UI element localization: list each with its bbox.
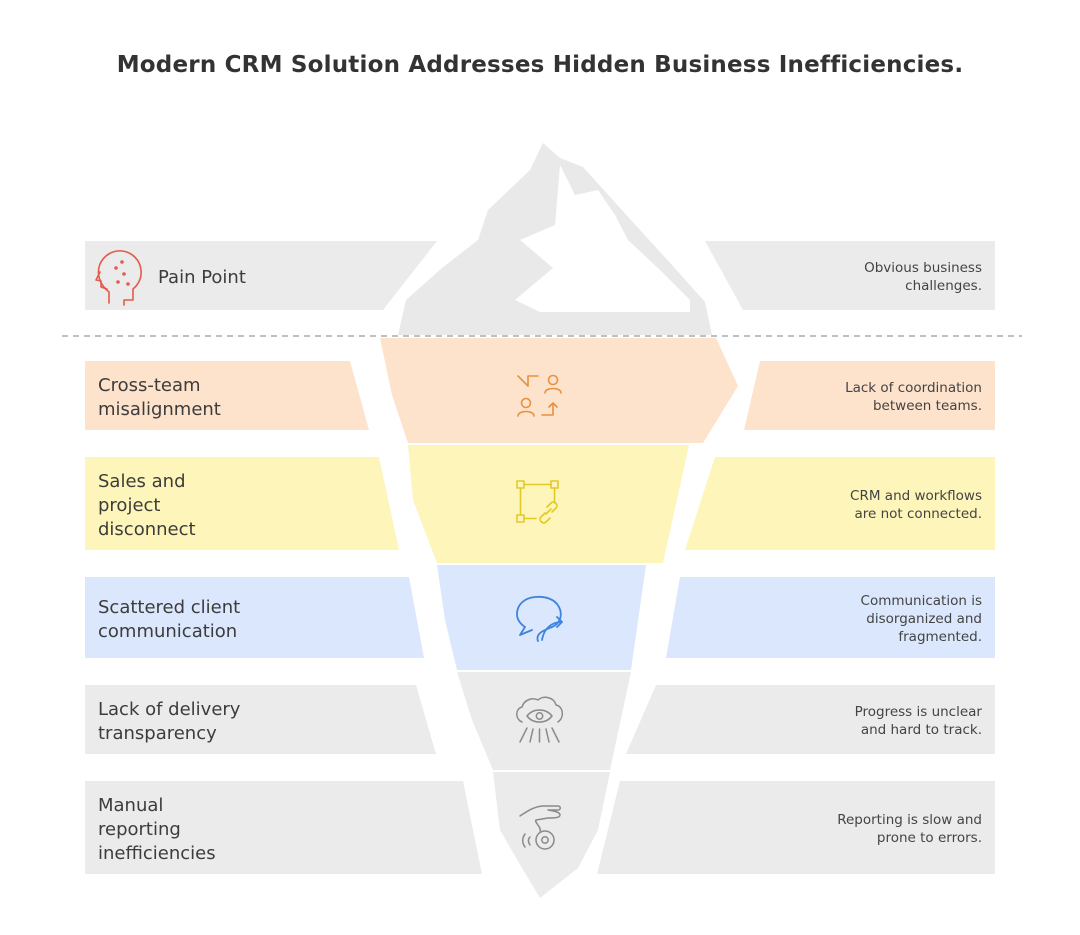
surface-label: Pain Point <box>158 267 246 288</box>
layer-band-5-right <box>597 781 995 874</box>
layer-5-description: Reporting is slow and prone to errors. <box>837 812 982 846</box>
layer-band-3 <box>85 577 995 658</box>
layer-band-2-right <box>685 457 995 550</box>
iceberg-segment-3 <box>437 565 646 670</box>
layer-band-2-left <box>85 457 399 550</box>
surface-band-left <box>85 241 437 310</box>
layer-band-1 <box>85 361 995 430</box>
arrow-top-left <box>517 375 539 387</box>
iceberg-tip-highlight <box>515 165 690 312</box>
layer-band-3-left <box>85 577 424 658</box>
user-bottom-head <box>520 397 532 409</box>
head-chin <box>95 271 108 290</box>
chat-reply-icon <box>516 595 563 642</box>
layer-band-4-right <box>626 685 995 754</box>
head-dot-1 <box>114 266 118 270</box>
touch-target-outer <box>535 830 555 850</box>
user-exchange-icon <box>517 374 562 417</box>
iceberg-segment-2 <box>408 445 689 563</box>
layer-3-description: Communication is disorganized and fragme… <box>860 593 982 645</box>
cloud-outline <box>516 696 564 723</box>
linked-nodes-icon <box>516 480 559 524</box>
layer-1-label: Cross-team misalignment <box>98 375 221 420</box>
vision-rays <box>519 727 560 743</box>
touch-waves <box>522 833 531 848</box>
layer-band-4-left <box>85 685 436 754</box>
iceberg-segment-5 <box>493 772 610 898</box>
eye-pupil <box>535 712 544 720</box>
reply-arrow <box>541 616 563 641</box>
layer-3-label: Scattered client communication <box>98 597 241 642</box>
head-dot-5 <box>126 282 130 286</box>
layer-band-1-right <box>744 361 995 430</box>
iceberg-tip <box>398 143 712 335</box>
head-dot-2 <box>120 260 124 264</box>
eye-shape <box>526 709 553 723</box>
layer-5-label: Manual reporting inefficiencies <box>98 795 216 864</box>
node-edges <box>519 483 556 520</box>
layer-band-5 <box>85 781 995 874</box>
head-dot-4 <box>116 280 120 284</box>
layer-4-description: Progress is unclear and hard to track. <box>854 704 982 738</box>
layer-band-3-right <box>666 577 995 658</box>
head-dot-3 <box>122 272 126 276</box>
chat-bubble <box>516 595 562 642</box>
layer-band-1-left <box>85 361 369 430</box>
head-icon <box>95 250 142 306</box>
hand-outline <box>519 805 561 832</box>
hand-touch-icon <box>519 805 561 850</box>
layer-band-4 <box>85 685 995 754</box>
chain-link <box>539 501 558 524</box>
surface-band <box>85 241 995 310</box>
layer-4-label: Lack of delivery transparency <box>98 699 241 744</box>
layer-1-description: Lack of coordination between teams. <box>845 380 982 414</box>
user-top-body <box>544 387 562 394</box>
touch-target-inner <box>541 836 549 844</box>
layer-band-5-left <box>85 781 482 874</box>
surface-description: Obvious business challenges. <box>864 260 982 294</box>
arrow-bottom-right <box>541 402 558 416</box>
layer-band-2 <box>85 457 995 550</box>
eye-cloud-icon <box>516 696 564 743</box>
user-bottom-body <box>517 410 535 417</box>
layer-2-description: CRM and workflows are not connected. <box>850 488 982 522</box>
user-top-head <box>547 374 559 386</box>
layer-2-label: Sales and project disconnect <box>98 471 196 540</box>
surface-band-right <box>705 241 995 310</box>
page-title: Modern CRM Solution Addresses Hidden Bus… <box>116 52 964 78</box>
